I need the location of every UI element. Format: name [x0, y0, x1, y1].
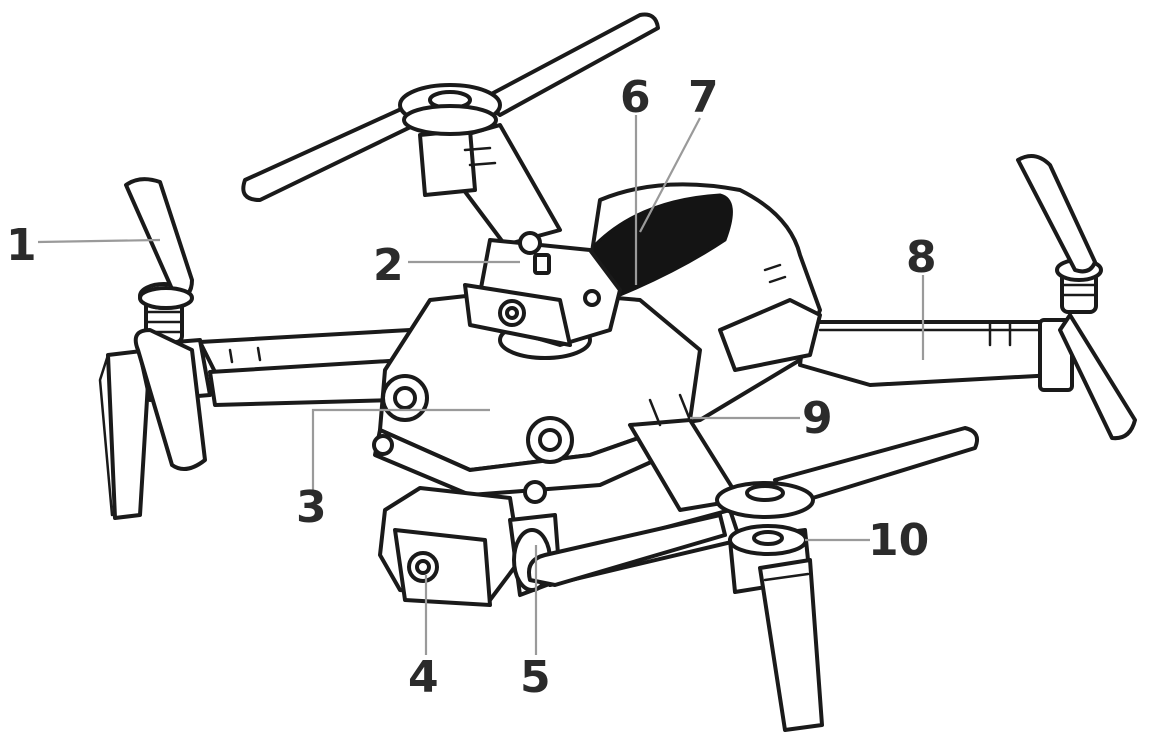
front-right-leg — [758, 558, 824, 732]
propeller-front-left — [241, 12, 660, 202]
propeller-1 — [124, 177, 207, 471]
callout-6: 6 — [620, 72, 651, 123]
leader-1 — [37, 238, 161, 244]
callout-10: 10 — [868, 515, 929, 566]
callout-9: 9 — [802, 393, 833, 444]
callout-4: 4 — [408, 652, 439, 703]
callout-8: 8 — [906, 232, 937, 283]
callout-3: 3 — [296, 482, 327, 533]
callout-5: 5 — [520, 652, 551, 703]
callout-labels: 1 2 3 4 5 6 7 8 9 10 — [6, 72, 937, 703]
leader-3 — [311, 408, 490, 490]
leader-7 — [639, 117, 701, 233]
callout-2: 2 — [373, 240, 404, 291]
callout-1: 1 — [6, 220, 37, 271]
leader-lines — [37, 115, 925, 655]
rear-left-leg — [98, 348, 152, 520]
callout-7: 7 — [688, 72, 719, 123]
front-left-arm — [418, 123, 562, 247]
propeller-right — [1016, 154, 1137, 441]
propeller-front-right — [527, 426, 979, 587]
right-arm — [798, 318, 1074, 392]
front-shell — [372, 288, 702, 504]
front-camera — [378, 486, 522, 607]
top-camera-module — [463, 231, 622, 360]
